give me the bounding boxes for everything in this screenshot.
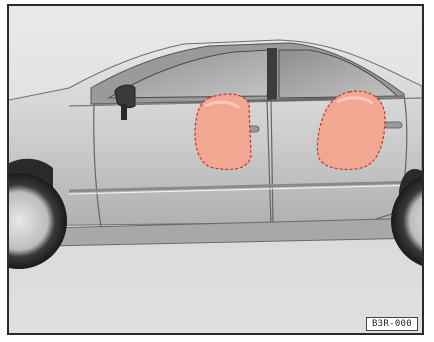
mirror-mount (121, 104, 127, 120)
front-side-airbag (195, 94, 251, 169)
ground-shadow (9, 236, 422, 333)
reference-code-label: B3R-000 (366, 317, 418, 331)
rear-door-handle (384, 122, 402, 128)
illustration-frame: B3R-000 (7, 4, 424, 335)
car-illustration (9, 6, 422, 333)
b-pillar (267, 48, 277, 100)
